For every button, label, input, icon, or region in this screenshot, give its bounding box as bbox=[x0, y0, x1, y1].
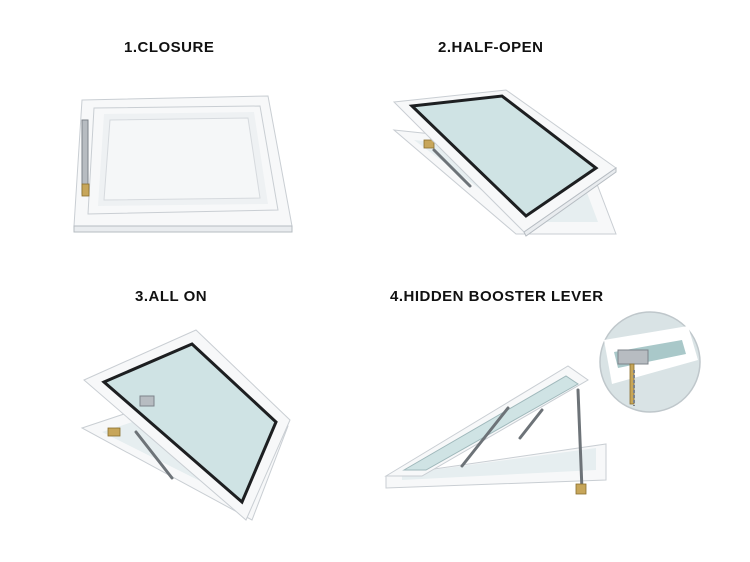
caption-all-on: 3.ALL ON bbox=[135, 288, 208, 305]
skylight-all-on-image bbox=[80, 329, 291, 521]
skylight-half-open-image bbox=[392, 89, 617, 237]
skylight-hidden-booster-lever-image bbox=[384, 311, 701, 495]
caption-half-open: 2.HALF-OPEN bbox=[438, 39, 544, 56]
booster-lever-detail-inset bbox=[599, 311, 701, 413]
skylight-closed-image bbox=[73, 95, 293, 233]
caption-hidden-booster-lever: 4.HIDDEN BOOSTER LEVER bbox=[390, 288, 604, 305]
caption-closure: 1.CLOSURE bbox=[124, 39, 215, 56]
